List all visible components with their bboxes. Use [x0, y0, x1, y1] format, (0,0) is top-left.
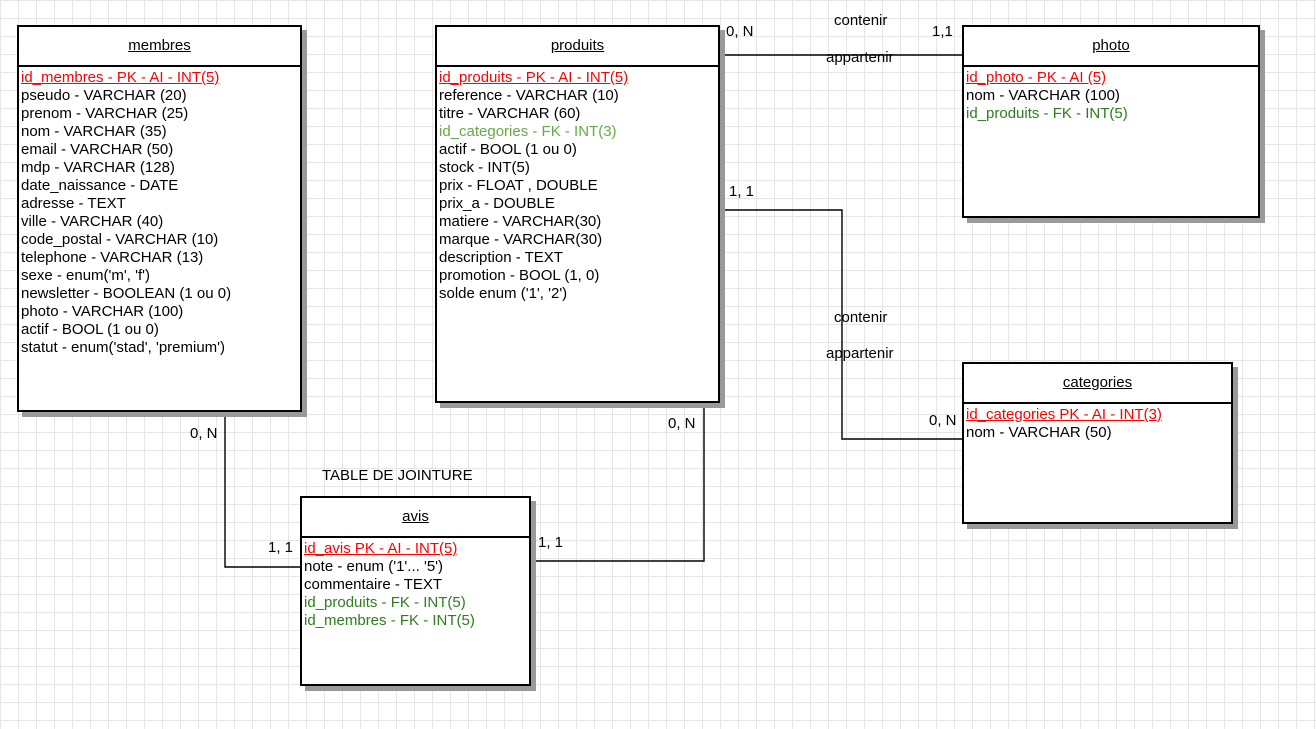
attribute-row[interactable]: id_produits - FK - INT(5) — [304, 594, 466, 611]
attribute-row[interactable]: date_naissance - DATE — [21, 177, 179, 194]
attribute-row[interactable]: description - TEXT — [439, 249, 563, 266]
cardinality-photo-produits: 1,1 — [932, 23, 953, 40]
join-table-label: TABLE DE JOINTURE — [322, 467, 473, 484]
relation-categories-verb-bottom: appartenir — [826, 345, 894, 362]
attribute-row[interactable]: id_categories - FK - INT(3) — [439, 123, 617, 140]
attribute-row[interactable]: mdp - VARCHAR (128) — [21, 159, 175, 176]
entity-avis[interactable]: avis id_avis PK - AI - INT(5)note - enum… — [300, 496, 531, 686]
attribute-row[interactable]: id_avis PK - AI - INT(5) — [304, 540, 458, 557]
attribute-row[interactable]: matiere - VARCHAR(30) — [439, 213, 602, 230]
attribute-row[interactable]: id_photo - PK - AI (5) — [966, 69, 1107, 86]
attribute-row[interactable]: nom - VARCHAR (100) — [966, 87, 1120, 104]
attribute-row[interactable]: note - enum ('1'... '5') — [304, 558, 444, 575]
connector-produits-categories[interactable] — [720, 209, 963, 440]
attribute-row[interactable]: statut - enum('stad', 'premium') — [21, 339, 226, 356]
attribute-row[interactable]: id_produits - PK - AI - INT(5) — [439, 69, 629, 86]
attribute-row[interactable]: titre - VARCHAR (60) — [439, 105, 581, 122]
attribute-row[interactable]: prix_a - DOUBLE — [439, 195, 555, 212]
relation-categories-verb-top: contenir — [834, 309, 888, 326]
cardinality-avis-membres: 1, 1 — [268, 539, 294, 556]
attribute-row[interactable]: sexe - enum('m', 'f') — [21, 267, 150, 284]
attribute-row[interactable]: id_produits - FK - INT(5) — [966, 105, 1128, 122]
relation-photo-verb-bottom: appartenir — [826, 49, 894, 66]
cardinality-produits-avis: 0, N — [668, 415, 696, 432]
entity-avis-title: avis — [302, 498, 529, 538]
cardinality-produits-photo: 0, N — [726, 23, 754, 40]
entity-produits[interactable]: produits id_produits - PK - AI - INT(5)r… — [435, 25, 720, 403]
cardinality-avis-produits: 1, 1 — [538, 534, 564, 551]
entity-categories-title: categories — [964, 364, 1231, 404]
entity-produits-title: produits — [437, 27, 718, 67]
entity-produits-attributes: id_produits - PK - AI - INT(5)reference … — [437, 67, 718, 303]
entity-avis-attributes: id_avis PK - AI - INT(5)note - enum ('1'… — [302, 538, 529, 630]
attribute-row[interactable]: ville - VARCHAR (40) — [21, 213, 164, 230]
entity-photo-title: photo — [964, 27, 1258, 67]
attribute-row[interactable]: promotion - BOOL (1, 0) — [439, 267, 600, 284]
connector-produits-avis[interactable] — [531, 403, 705, 562]
attribute-row[interactable]: marque - VARCHAR(30) — [439, 231, 603, 248]
attribute-row[interactable]: email - VARCHAR (50) — [21, 141, 174, 158]
cardinality-membres-avis: 0, N — [190, 425, 218, 442]
entity-categories-attributes: id_categories PK - AI - INT(3)nom - VARC… — [964, 404, 1231, 442]
attribute-row[interactable]: solde enum ('1', '2') — [439, 285, 568, 302]
attribute-row[interactable]: commentaire - TEXT — [304, 576, 443, 593]
attribute-row[interactable]: id_categories PK - AI - INT(3) — [966, 406, 1162, 423]
relation-photo-verb-top: contenir — [834, 12, 888, 29]
attribute-row[interactable]: newsletter - BOOLEAN (1 ou 0) — [21, 285, 232, 302]
attribute-row[interactable]: code_postal - VARCHAR (10) — [21, 231, 219, 248]
attribute-row[interactable]: nom - VARCHAR (35) — [21, 123, 167, 140]
attribute-row[interactable]: id_membres - PK - AI - INT(5) — [21, 69, 220, 86]
cardinality-categories-produits: 0, N — [929, 412, 957, 429]
entity-categories[interactable]: categories id_categories PK - AI - INT(3… — [962, 362, 1233, 524]
attribute-row[interactable]: pseudo - VARCHAR (20) — [21, 87, 187, 104]
entity-membres[interactable]: membres id_membres - PK - AI - INT(5)pse… — [17, 25, 302, 412]
attribute-row[interactable]: adresse - TEXT — [21, 195, 126, 212]
attribute-row[interactable]: prix - FLOAT , DOUBLE — [439, 177, 598, 194]
attribute-row[interactable]: nom - VARCHAR (50) — [966, 424, 1112, 441]
cardinality-produits-categories: 1, 1 — [729, 183, 755, 200]
entity-photo-attributes: id_photo - PK - AI (5)nom - VARCHAR (100… — [964, 67, 1258, 123]
attribute-row[interactable]: actif - BOOL (1 ou 0) — [21, 321, 159, 338]
attribute-row[interactable]: id_membres - FK - INT(5) — [304, 612, 475, 629]
connector-membres-avis[interactable] — [224, 412, 301, 568]
attribute-row[interactable]: actif - BOOL (1 ou 0) — [439, 141, 577, 158]
entity-membres-attributes: id_membres - PK - AI - INT(5)pseudo - VA… — [19, 67, 300, 357]
attribute-row[interactable]: stock - INT(5) — [439, 159, 530, 176]
attribute-row[interactable]: prenom - VARCHAR (25) — [21, 105, 189, 122]
attribute-row[interactable]: reference - VARCHAR (10) — [439, 87, 619, 104]
attribute-row[interactable]: telephone - VARCHAR (13) — [21, 249, 204, 266]
attribute-row[interactable]: photo - VARCHAR (100) — [21, 303, 184, 320]
entity-photo[interactable]: photo id_photo - PK - AI (5)nom - VARCHA… — [962, 25, 1260, 218]
entity-membres-title: membres — [19, 27, 300, 67]
